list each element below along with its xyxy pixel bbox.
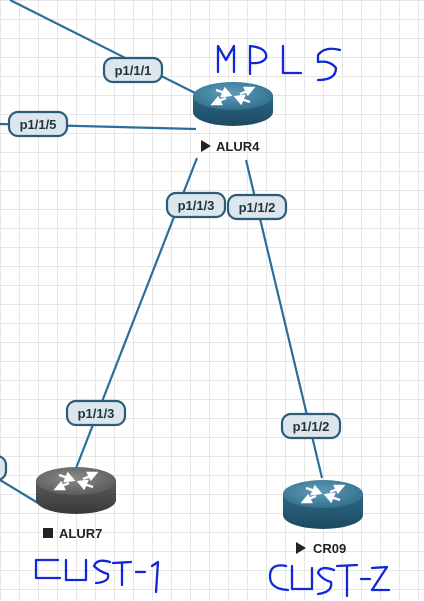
svg-text:p1/1/3: p1/1/3 xyxy=(178,198,215,213)
handwritten-mpls xyxy=(216,44,342,82)
node-label: ALUR4 xyxy=(216,139,260,154)
stop-square-icon xyxy=(43,528,53,538)
svg-text:p1/1/5: p1/1/5 xyxy=(20,117,57,132)
interface-label-alur7-p1-1-3[interactable]: p1/1/3 xyxy=(65,399,127,427)
router-icon xyxy=(193,82,273,126)
interface-label-alur4-top[interactable]: p1/1/1 xyxy=(102,56,164,84)
svg-text:p1/1/3: p1/1/3 xyxy=(78,406,115,421)
svg-text:p1/1/2: p1/1/2 xyxy=(293,419,330,434)
svg-text:p1/1/2: p1/1/2 xyxy=(239,200,276,215)
interface-label-cr09-p1-1-2[interactable]: p1/1/2 xyxy=(280,412,342,440)
interface-label-alur4-left[interactable]: p1/1/5 xyxy=(7,110,69,138)
handwritten-cust1 xyxy=(34,558,160,594)
router-icon xyxy=(36,467,116,514)
interface-label-alur4-p1-1-2[interactable]: p1/1/2 xyxy=(226,193,288,221)
router-cr09[interactable]: CR09 xyxy=(283,480,363,556)
link-alur7-left[interactable] xyxy=(0,479,39,504)
link-alur4-top[interactable] xyxy=(9,0,206,99)
play-triangle-icon xyxy=(201,140,211,152)
node-label: ALUR7 xyxy=(59,526,102,541)
interface-label-partial-left[interactable] xyxy=(0,455,8,481)
router-alur4[interactable]: ALUR4 xyxy=(193,82,273,154)
play-triangle-icon xyxy=(296,542,306,554)
node-label: CR09 xyxy=(313,541,346,556)
handwritten-cust2 xyxy=(268,563,391,598)
router-alur7[interactable]: ALUR7 xyxy=(36,467,116,541)
svg-text:p1/1/1: p1/1/1 xyxy=(115,63,152,78)
router-icon xyxy=(283,480,363,529)
interface-label-alur4-p1-1-3[interactable]: p1/1/3 xyxy=(165,191,227,219)
